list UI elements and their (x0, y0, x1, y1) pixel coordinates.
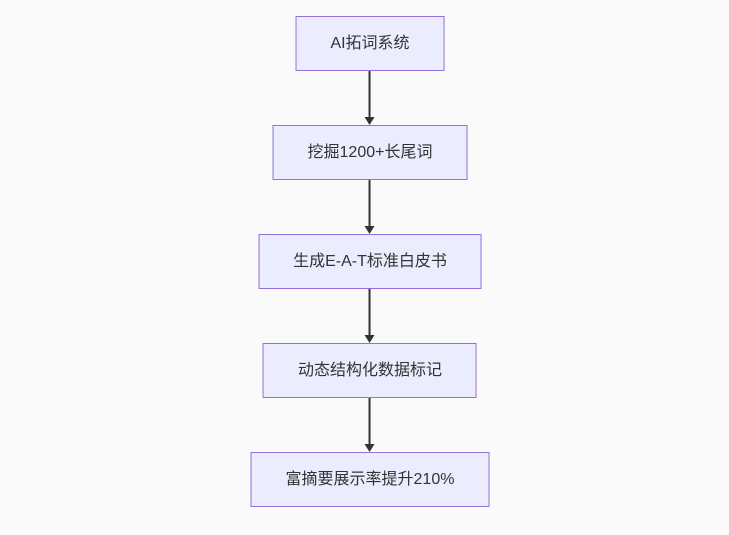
flow-node-longtail-mining: 挖掘1200+长尾词 (272, 125, 468, 180)
edge-line (369, 180, 371, 226)
node-label: 动态结构化数据标记 (297, 361, 442, 379)
arrow-down-icon (365, 335, 375, 343)
flow-edge-1 (365, 71, 375, 125)
node-label: 挖掘1200+长尾词 (307, 143, 433, 161)
node-label: AI拓词系统 (330, 34, 410, 52)
edge-line (369, 71, 371, 117)
edge-line (369, 398, 371, 444)
flow-edge-2 (365, 180, 375, 234)
edge-line (369, 289, 371, 335)
node-label: 生成E-A-T标准白皮书 (293, 252, 447, 270)
flowchart-column: AI拓词系统 挖掘1200+长尾词 生成E-A-T标准白皮书 动态结构化数据标记 (250, 16, 490, 507)
arrow-down-icon (365, 444, 375, 452)
arrow-down-icon (365, 117, 375, 125)
flow-node-rich-snippet-result: 富摘要展示率提升210% (250, 452, 490, 507)
flow-node-eat-whitepaper: 生成E-A-T标准白皮书 (258, 234, 482, 289)
flow-edge-3 (365, 289, 375, 343)
flow-edge-4 (365, 398, 375, 452)
flow-node-structured-data-markup: 动态结构化数据标记 (262, 343, 477, 398)
arrow-down-icon (365, 226, 375, 234)
flow-node-ai-keyword-system: AI拓词系统 (295, 16, 445, 71)
node-label: 富摘要展示率提升210% (285, 470, 455, 488)
